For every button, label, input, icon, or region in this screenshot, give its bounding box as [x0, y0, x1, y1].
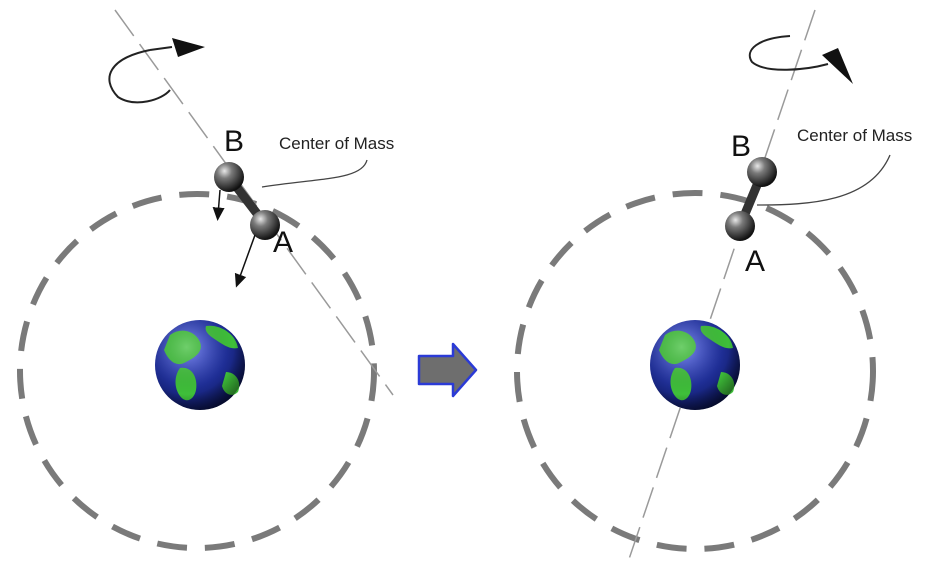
rotation-arrowhead-icon	[822, 48, 853, 84]
center-of-mass-label: Center of Mass	[797, 126, 912, 145]
mass-b-sphere	[214, 162, 244, 192]
rotation-direction-icon	[748, 35, 829, 71]
panel-after: B A Center of Mass	[514, 9, 912, 566]
center-of-mass-leader-line	[261, 159, 368, 188]
mass-a-sphere	[250, 210, 280, 240]
label-b: B	[731, 130, 751, 163]
right-arrow-icon	[417, 342, 478, 398]
panel-before: B A Center of Mass	[17, 9, 394, 551]
center-of-mass-leader-line	[756, 154, 891, 206]
rotation-axis-line	[626, 9, 816, 566]
label-b: B	[224, 125, 244, 158]
orbit-circle	[514, 190, 876, 552]
earth-icon	[155, 320, 245, 410]
label-a: A	[273, 226, 293, 259]
label-a: A	[745, 245, 765, 278]
orbit-circle	[17, 191, 377, 551]
force-arrow-b-icon	[212, 189, 225, 221]
mass-a-sphere	[725, 211, 755, 241]
earth-icon	[650, 320, 740, 410]
rotation-direction-icon	[108, 49, 171, 104]
center-of-mass-label: Center of Mass	[279, 134, 394, 153]
rotation-arrowhead-icon	[172, 38, 205, 57]
mass-b-sphere	[747, 157, 777, 187]
force-arrow-a-icon	[234, 234, 256, 288]
